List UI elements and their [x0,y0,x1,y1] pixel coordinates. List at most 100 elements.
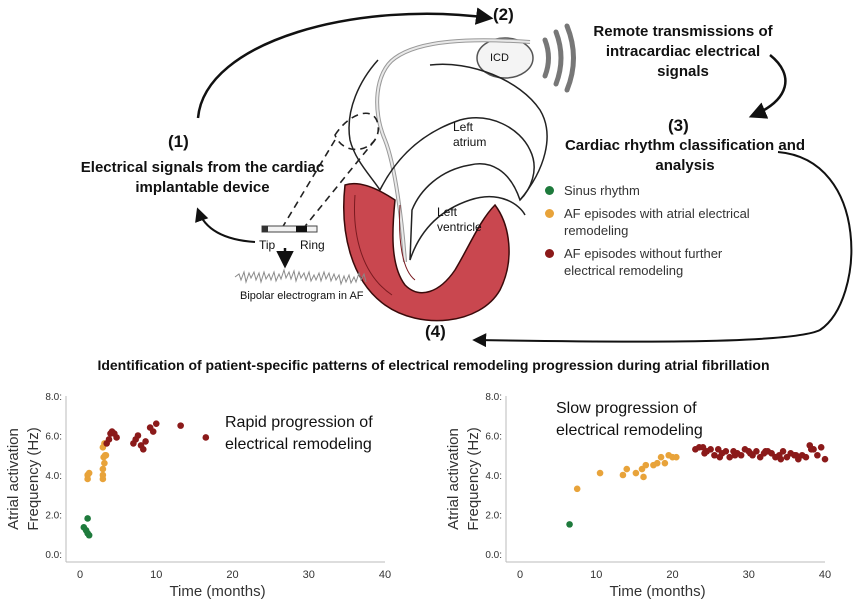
data-point [139,446,147,453]
y-tick-label: 8.0: [485,392,502,403]
y-tick-label: 0.0: [45,550,62,561]
data-point [779,448,787,455]
left-ventricle-label: Left ventricle [437,205,482,234]
data-point [101,459,108,467]
data-point [642,461,650,469]
icd-device-icon [476,37,534,79]
step-1-number: (1) [168,132,189,151]
y-tick-label: 4.0: [485,471,502,482]
data-point [632,469,640,477]
data-point [103,440,110,447]
data-point [817,444,825,451]
icd-label: ICD [490,52,509,64]
data-point [142,438,149,445]
tip-label: Tip [259,238,276,252]
step-3-text: Cardiac rhythm classification and analys… [564,137,806,174]
y-tick-label: 6.0: [45,432,62,443]
data-point [807,446,815,453]
chart-slow-title: Slow progression of electrical remodelin… [556,400,703,439]
x-tick-label: 30 [743,569,755,581]
x-tick-label: 20 [666,569,678,581]
y-tick-label: 4.0: [45,471,62,482]
arrow-1-to-2 [196,7,494,119]
data-point [802,453,810,461]
data-point [82,527,90,534]
data-point [85,469,93,477]
x-axis-label: Time (months) [169,583,265,600]
data-point [814,451,821,459]
wireless-signal-icon [542,23,576,93]
chart-rapid-title: Rapid progression of electrical remodeli… [225,414,373,453]
left-atrium-label: Left atrium [453,120,487,149]
data-point [640,473,647,481]
x-tick-label: 10 [590,569,602,581]
data-point [84,475,91,483]
data-point [619,471,627,479]
y-tick-label: 8.0: [45,392,62,403]
y-tick-label: 6.0: [485,432,502,443]
data-point [673,453,680,461]
legend-dot-af-no-remodeling [545,249,554,258]
data-point [149,428,157,435]
data-point [722,448,730,455]
data-point [596,469,604,477]
x-tick-label: 30 [303,569,315,581]
data-point [821,455,829,463]
step-2-number: (2) [493,5,514,24]
legend-item-af-no-remodeling: AF episodes without further electrical r… [545,245,775,279]
data-point [716,453,724,461]
legend-label: AF episodes with atrial electrical remod… [564,206,750,238]
data-point [653,459,661,467]
data-point [84,515,91,522]
step-4-text: Identification of patient-specific patte… [97,357,770,373]
data-point [707,446,714,453]
legend-dot-sinus [545,186,554,195]
x-tick-label: 0 [77,569,83,581]
data-point [701,449,708,457]
x-axis-label: Time (months) [609,583,705,600]
arrow-signal-to-1 [195,207,256,243]
data-point [777,455,785,463]
x-tick-label: 40 [379,569,391,581]
heart-illustration [343,59,548,322]
data-point [202,434,210,441]
x-tick-label: 0 [517,569,523,581]
data-point [746,449,754,457]
data-point [113,434,120,441]
data-point [99,465,107,473]
data-point [711,451,718,459]
data-point [623,465,631,473]
rhythm-legend: Sinus rhythm AF episodes with atrial ele… [545,182,775,279]
arrow-2-to-3 [748,54,787,119]
legend-item-sinus: Sinus rhythm [545,182,775,199]
data-point [108,428,116,435]
data-point [762,448,769,455]
tip-ring-lead [261,225,318,233]
arrow-3-to-4 [472,151,853,348]
x-tick-label: 10 [150,569,162,581]
data-point [134,432,142,439]
lead-dashed-lines [281,112,379,231]
data-point [726,453,733,461]
legend-dot-af-remodeling [545,209,554,218]
y-tick-label: 2.0: [485,511,502,522]
data-point [657,453,665,461]
legend-label: AF episodes without further electrical r… [564,246,723,278]
step-3-number: (3) [668,116,689,135]
data-point [753,448,760,455]
data-point [661,459,669,467]
legend-item-af-remodeling: AF episodes with atrial electrical remod… [545,205,775,239]
legend-label: Sinus rhythm [564,183,640,198]
data-point [566,521,573,528]
electrogram-label: Bipolar electrogram in AF [240,290,364,302]
data-point [731,451,739,459]
data-point [152,420,160,427]
electrogram-trace [234,268,367,286]
data-point [573,485,581,493]
step-4-number: (4) [425,322,446,341]
step-1-text: Electrical signals from the cardiac impl… [80,159,325,196]
data-point [792,451,800,459]
